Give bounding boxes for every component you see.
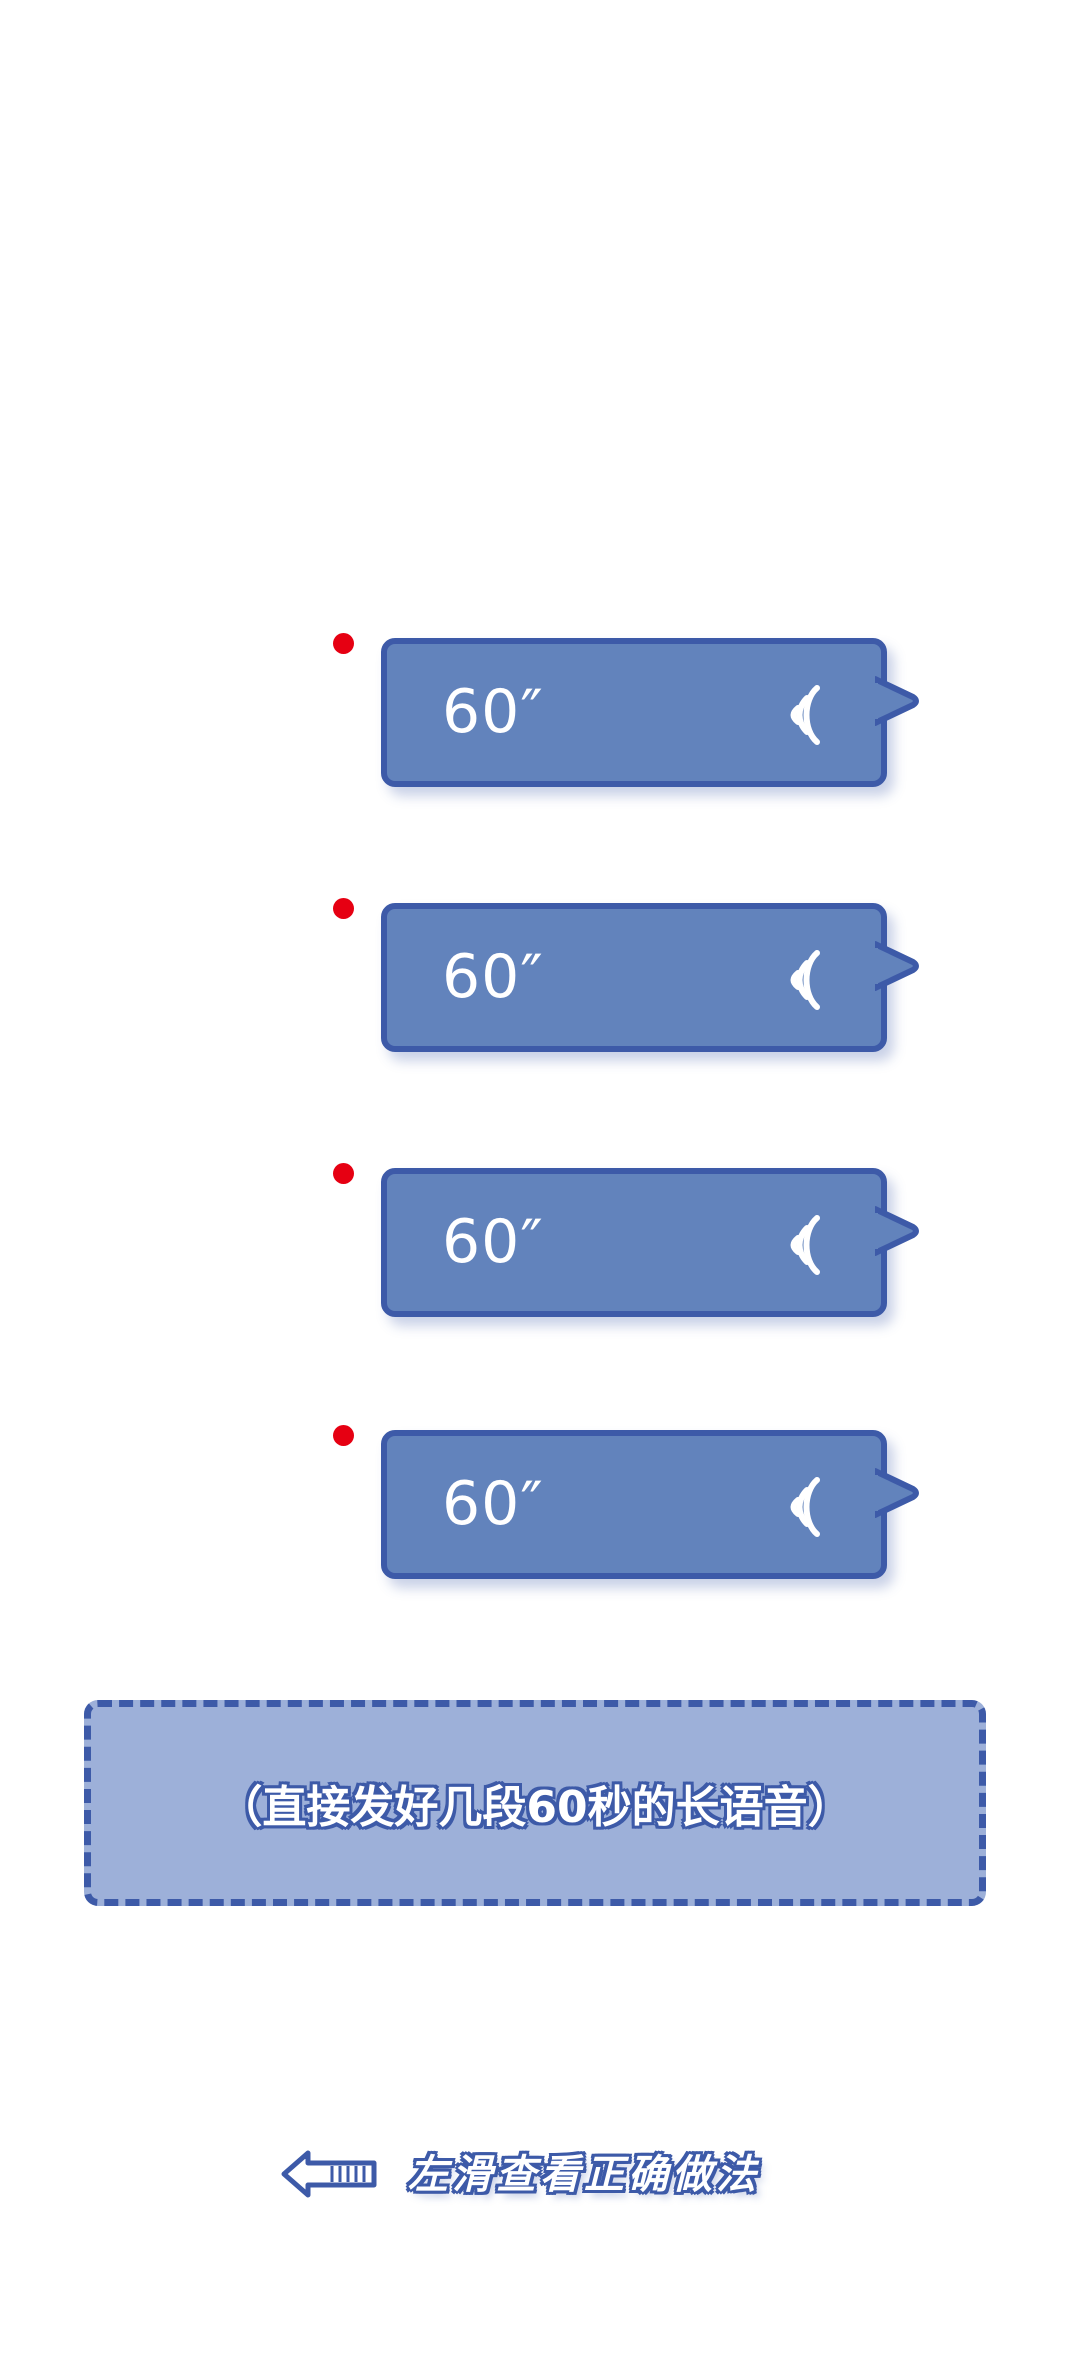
voice-bubble[interactable]: 60″	[381, 1168, 887, 1317]
note-box: （直接发好几段60秒的长语音）	[84, 1700, 986, 1906]
unread-dot	[333, 1425, 354, 1446]
voice-message: 60″	[0, 633, 1080, 787]
bubble-tail	[875, 1206, 919, 1256]
voice-duration: 60″	[442, 677, 544, 747]
swipe-hint-text: 左滑查看正确做法	[408, 2152, 760, 2198]
voice-bubble[interactable]: 60″	[381, 903, 887, 1052]
voice-duration: 60″	[442, 1469, 544, 1539]
note-text: （直接发好几段60秒的长语音）	[218, 1782, 852, 1833]
unread-dot	[333, 1163, 354, 1184]
voice-duration: 60″	[442, 1207, 544, 1277]
unread-dot	[333, 633, 354, 654]
unread-dot	[333, 898, 354, 919]
voice-duration: 60″	[442, 942, 544, 1012]
bubble-tail	[875, 676, 919, 726]
left-arrow-icon	[281, 2150, 377, 2198]
voice-wave-icon	[790, 950, 820, 1010]
voice-message: 60″	[0, 1163, 1080, 1317]
bubble-tail	[875, 1468, 919, 1518]
voice-message-list: 60″ 60″ 60″	[0, 633, 1080, 1579]
bubble-tail	[875, 941, 919, 991]
swipe-hint[interactable]: 左滑查看正确做法	[280, 2143, 800, 2207]
voice-wave-icon	[790, 685, 820, 745]
voice-bubble[interactable]: 60″	[381, 1430, 887, 1579]
voice-wave-icon	[790, 1477, 820, 1537]
voice-message: 60″	[0, 1425, 1080, 1579]
voice-bubble[interactable]: 60″	[381, 638, 887, 787]
voice-message: 60″	[0, 898, 1080, 1052]
voice-wave-icon	[790, 1215, 820, 1275]
